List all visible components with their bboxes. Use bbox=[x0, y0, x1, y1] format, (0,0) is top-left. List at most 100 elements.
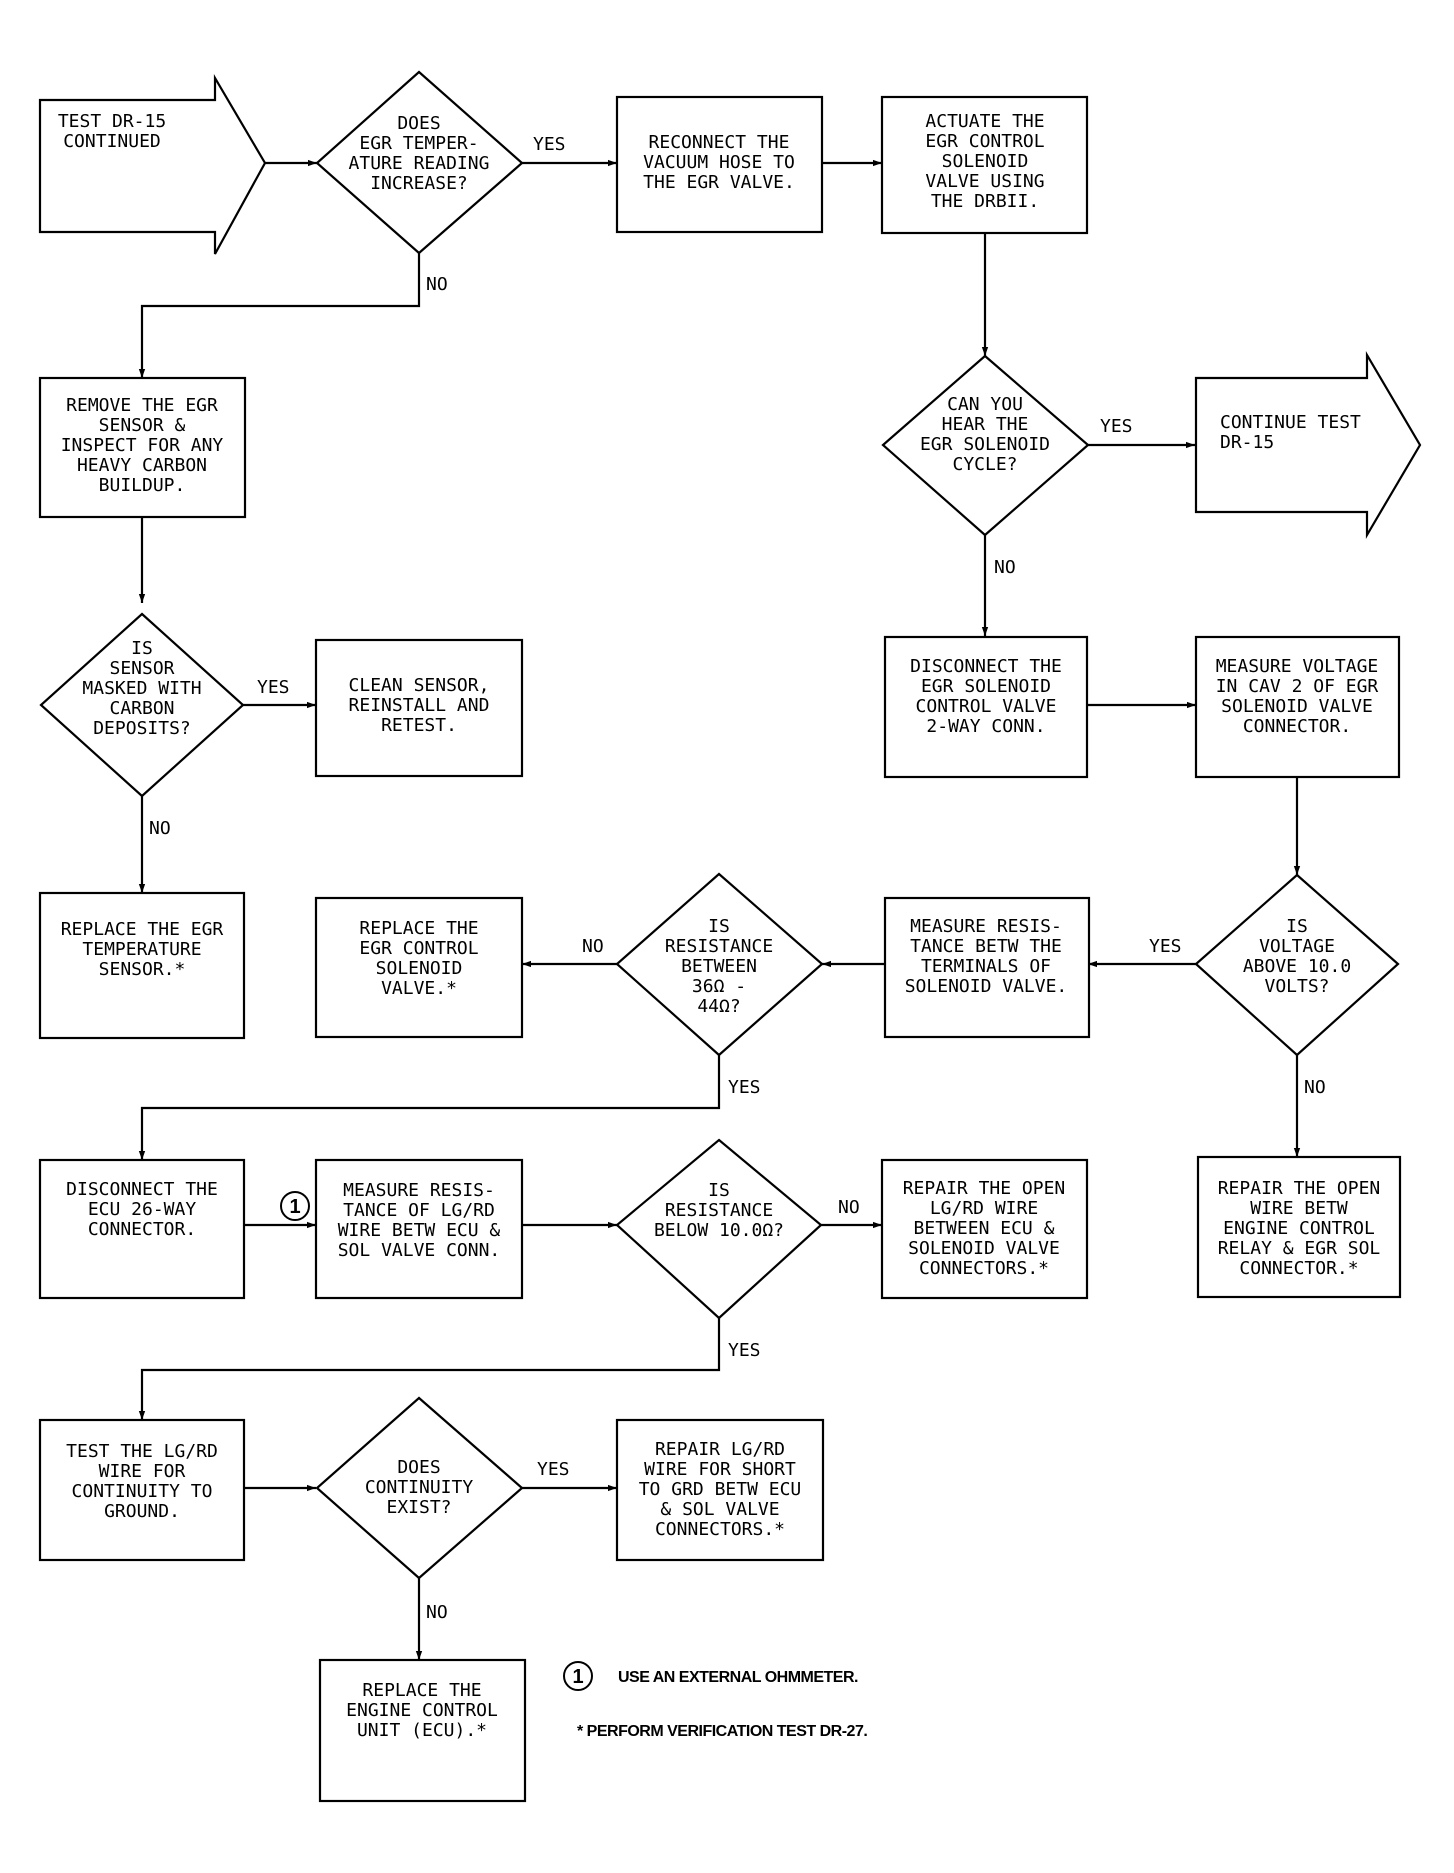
d-temp-line: EGR TEMPER- bbox=[359, 133, 478, 154]
reconnect-line: VACUUM HOSE TO bbox=[643, 152, 795, 173]
disc-sol-line: DISCONNECT THE bbox=[910, 656, 1062, 677]
repair-open-lg-line: SOLENOID VALVE bbox=[908, 1238, 1060, 1259]
repair-open-relay-line: RELAY & EGR SOL bbox=[1218, 1238, 1381, 1259]
box-meas-res-term bbox=[883, 896, 1091, 1039]
d-res36-line: 36Ω - bbox=[692, 976, 746, 997]
repair-open-lg-line: LG/RD WIRE bbox=[930, 1198, 1038, 1219]
remove-line: HEAVY CARBON bbox=[77, 455, 207, 476]
label-res36-yes: YES bbox=[728, 1077, 761, 1098]
repair-short-line: & SOL VALVE bbox=[660, 1499, 779, 1520]
meas-res-lg-line: SOL VALVE CONN. bbox=[338, 1240, 501, 1261]
meas-res-lg-line: TANCE OF LG/RD bbox=[343, 1200, 495, 1221]
d-res36-line: RESISTANCE bbox=[665, 936, 773, 957]
box-reconnect bbox=[615, 95, 824, 234]
decision-volt-shape bbox=[1194, 873, 1400, 1057]
d-hear-line: CYCLE? bbox=[952, 454, 1017, 475]
repair-open-relay-line: ENGINE CONTROL bbox=[1223, 1218, 1375, 1239]
meas-volt-line: CONNECTOR. bbox=[1243, 716, 1351, 737]
meas-res-term-line: TANCE BETW THE bbox=[910, 936, 1062, 957]
repair-short-line: TO GRD BETW ECU bbox=[639, 1479, 802, 1500]
label-masked-no: NO bbox=[149, 818, 171, 839]
decision-cont-shape bbox=[315, 1396, 524, 1580]
repair-open-lg-line: CONNECTORS.* bbox=[919, 1258, 1049, 1279]
replace-temp-line: SENSOR.* bbox=[99, 959, 186, 980]
label-res36-no: NO bbox=[582, 936, 604, 957]
meas-volt-line: IN CAV 2 OF EGR bbox=[1216, 676, 1379, 697]
marker-1-number: 1 bbox=[289, 1196, 300, 1218]
label-volt-no: NO bbox=[1304, 1077, 1326, 1098]
start-arrow-shape bbox=[38, 73, 267, 255]
box-repair-open-relay bbox=[1196, 1155, 1402, 1299]
replace-temp-line: REPLACE THE EGR bbox=[61, 919, 224, 940]
edge-labels: YES NO YES NO YES NO YES NO YES NO NO YE… bbox=[149, 134, 1326, 1623]
clean-line: RETEST. bbox=[381, 715, 457, 736]
remove-line: REMOVE THE EGR bbox=[66, 395, 218, 416]
d-res10-line: BELOW 10.0Ω? bbox=[654, 1220, 784, 1241]
reconnect-line: RECONNECT THE bbox=[649, 132, 790, 153]
d-masked-line: CARBON bbox=[109, 698, 174, 719]
actuate-line: THE DRBII. bbox=[931, 191, 1039, 212]
repair-short-line: CONNECTORS.* bbox=[655, 1519, 785, 1540]
connectors bbox=[138, 159, 1301, 1660]
clean-line: REINSTALL AND bbox=[349, 695, 490, 716]
decision-hear-shape bbox=[881, 354, 1090, 537]
d-res10-line: IS bbox=[708, 1180, 730, 1201]
box-meas-volt bbox=[1194, 635, 1401, 779]
replace-ecu-line: REPLACE THE bbox=[362, 1680, 481, 1701]
d-masked-line: DEPOSITS? bbox=[93, 718, 191, 739]
note-marker-circle bbox=[563, 1661, 593, 1691]
start-line: CONTINUED bbox=[63, 131, 161, 152]
box-disc-sol bbox=[883, 635, 1089, 779]
d-cont-line: CONTINUITY bbox=[365, 1477, 474, 1498]
replace-sol-line: VALVE.* bbox=[381, 978, 457, 999]
test-lg-line: CONTINUITY TO bbox=[72, 1481, 213, 1502]
d-volt-line: ABOVE 10.0 bbox=[1243, 956, 1351, 977]
start-line: TEST DR-15 bbox=[58, 111, 166, 132]
actuate-line: ACTUATE THE bbox=[925, 111, 1044, 132]
notes: 1 USE AN EXTERNAL OHMMETER. * PERFORM VE… bbox=[563, 1661, 868, 1740]
d-volt-line: VOLTAGE bbox=[1259, 936, 1335, 957]
meas-volt-line: SOLENOID VALVE bbox=[1221, 696, 1373, 717]
edge-res10-yes bbox=[138, 1318, 721, 1420]
replace-sol-line: EGR CONTROL bbox=[359, 938, 478, 959]
note-marker-number: 1 bbox=[572, 1666, 583, 1688]
continue-arrow-shape bbox=[1194, 350, 1422, 540]
disc-sol-line: EGR SOLENOID bbox=[921, 676, 1051, 697]
replace-sol-line: REPLACE THE bbox=[359, 918, 478, 939]
label-temp-no: NO bbox=[426, 274, 448, 295]
decision-res36-shape bbox=[615, 872, 824, 1057]
marker-1-circle bbox=[280, 1191, 310, 1221]
box-replace-temp bbox=[38, 891, 246, 1040]
label-cont-yes: YES bbox=[537, 1459, 570, 1480]
marker-1-on-edge: 1 bbox=[280, 1191, 310, 1221]
d-hear-line: EGR SOLENOID bbox=[920, 434, 1050, 455]
meas-res-lg-line: MEASURE RESIS- bbox=[343, 1180, 495, 1201]
box-test-lg bbox=[38, 1418, 246, 1562]
d-cont-line: DOES bbox=[397, 1457, 440, 1478]
actuate-line: SOLENOID bbox=[942, 151, 1029, 172]
decision-res10-shape bbox=[615, 1138, 823, 1320]
repair-open-lg-line: REPAIR THE OPEN bbox=[903, 1178, 1066, 1199]
label-res10-yes: YES bbox=[728, 1340, 761, 1361]
cont15-line: CONTINUE TEST bbox=[1220, 412, 1361, 433]
box-remove bbox=[38, 376, 247, 519]
d-cont-line: EXIST? bbox=[386, 1497, 451, 1518]
box-disc-ecu bbox=[38, 1158, 246, 1300]
meas-res-term-line: TERMINALS OF bbox=[921, 956, 1051, 977]
label-hear-yes: YES bbox=[1100, 416, 1133, 437]
meas-volt-line: MEASURE VOLTAGE bbox=[1216, 656, 1379, 677]
reconnect-line: THE EGR VALVE. bbox=[643, 172, 795, 193]
d-masked-line: IS bbox=[131, 638, 153, 659]
